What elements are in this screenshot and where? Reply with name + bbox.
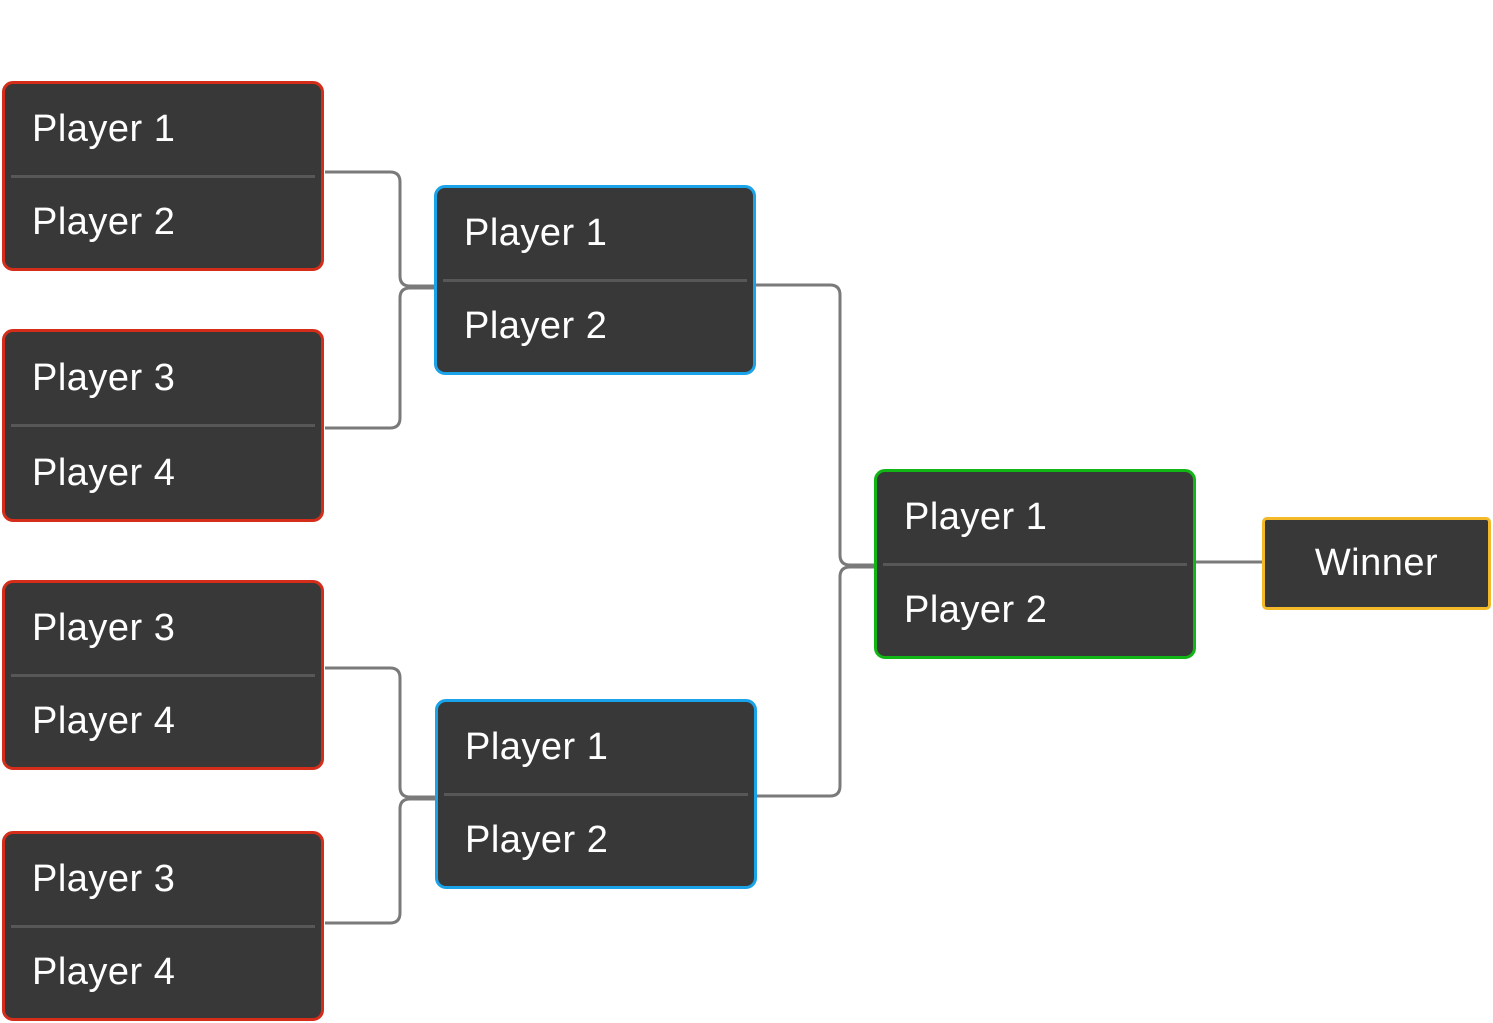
connector-r1m2-to-r2m1 <box>325 286 435 430</box>
round1-match-4: Player 3 Player 4 <box>2 831 324 1021</box>
round2-match-1: Player 1 Player 2 <box>434 185 756 375</box>
player-slot-top: Player 3 <box>32 857 176 900</box>
player-slot-bottom: Player 2 <box>904 589 1048 632</box>
slot-divider <box>11 174 315 178</box>
player-slot-bottom: Player 2 <box>32 201 176 244</box>
connector-r2m1-to-final <box>755 283 876 567</box>
round1-match-3: Player 3 Player 4 <box>2 580 324 770</box>
final-match: Player 1 Player 2 <box>874 469 1196 659</box>
round2-match-2: Player 1 Player 2 <box>435 699 757 889</box>
player-slot-bottom: Player 4 <box>32 451 176 494</box>
player-slot-top: Player 1 <box>465 725 609 768</box>
connector-r1m4-to-r2m2 <box>325 797 436 925</box>
winner-box: Winner <box>1262 517 1491 610</box>
slot-divider <box>11 924 315 928</box>
player-slot-top: Player 1 <box>32 107 176 150</box>
round1-match-1: Player 1 Player 2 <box>2 81 324 271</box>
round1-match-2: Player 3 Player 4 <box>2 329 324 522</box>
player-slot-bottom: Player 4 <box>32 951 176 994</box>
player-slot-top: Player 1 <box>464 211 608 254</box>
player-slot-top: Player 3 <box>32 356 176 399</box>
slot-divider <box>883 562 1187 566</box>
slot-divider <box>11 424 315 427</box>
player-slot-top: Player 1 <box>904 495 1048 538</box>
connector-r1m3-to-r2m2 <box>325 666 436 799</box>
player-slot-bottom: Player 2 <box>465 819 609 862</box>
connector-r2m2-to-final <box>757 565 876 798</box>
connector-r1m1-to-r2m1 <box>325 170 435 288</box>
slot-divider <box>11 673 315 677</box>
slot-divider <box>443 278 747 282</box>
player-slot-top: Player 3 <box>32 606 176 649</box>
slot-divider <box>444 792 748 796</box>
player-slot-bottom: Player 2 <box>464 305 608 348</box>
player-slot-bottom: Player 4 <box>32 700 176 743</box>
